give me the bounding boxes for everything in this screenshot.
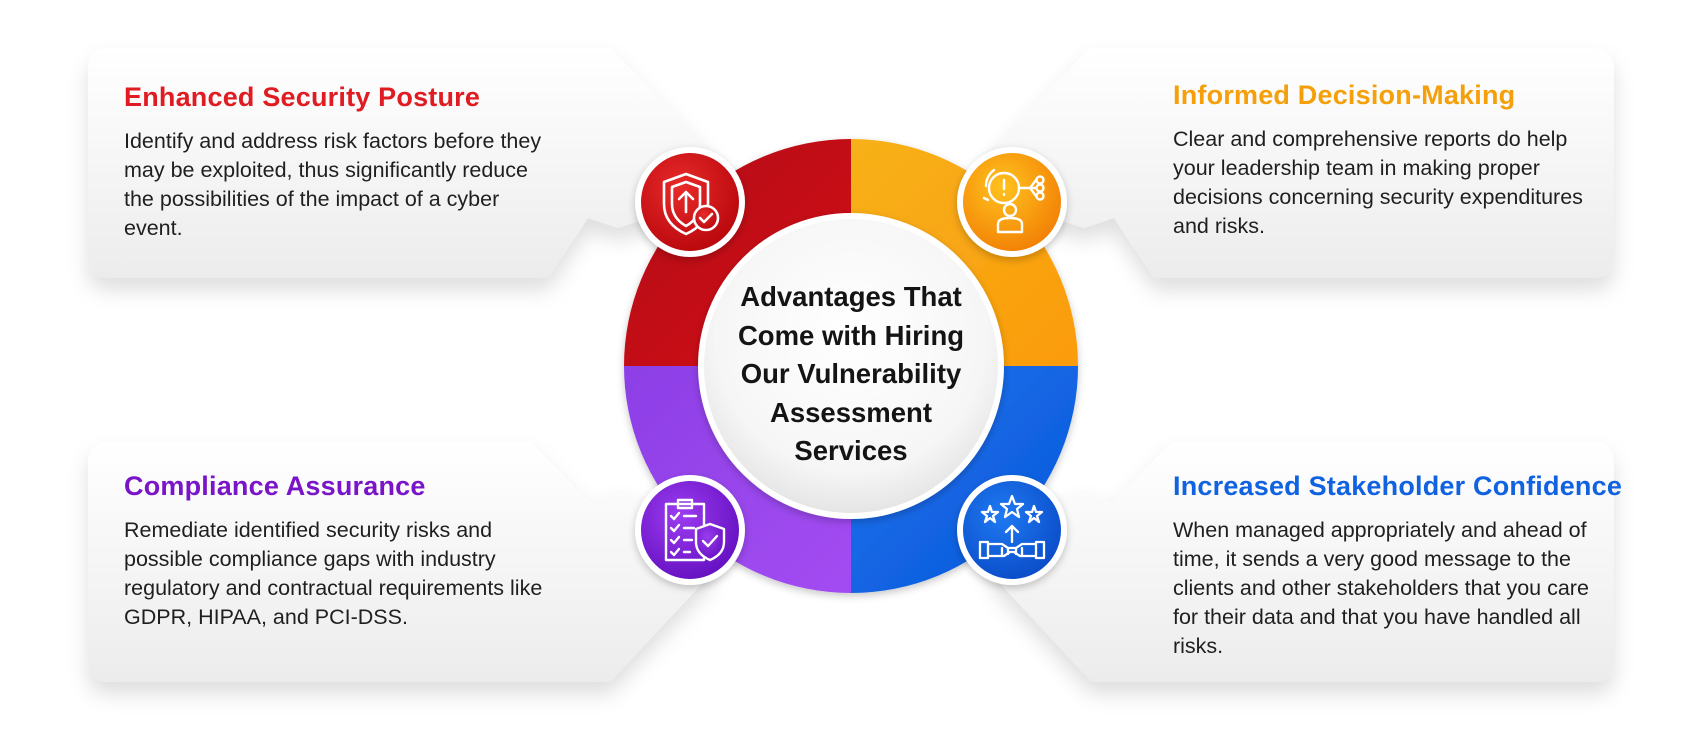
compliance-checklist-icon [635, 475, 745, 585]
benefit-description: Remediate identified security risks and … [124, 518, 543, 629]
benefit-card-top-left [88, 48, 710, 278]
benefit-text-informed-decision: Informed Decision-Making Clear and compr… [1173, 80, 1599, 241]
benefit-title: Informed Decision-Making [1173, 80, 1516, 110]
center-disc [698, 213, 1004, 519]
benefit-title: Compliance Assurance [124, 471, 426, 501]
benefit-title: Increased Stakeholder Confidence [1173, 471, 1623, 501]
benefit-description: When managed appropriately and ahead of … [1173, 518, 1589, 658]
decision-network-icon [957, 147, 1067, 257]
benefit-description: Clear and comprehensive reports do help … [1173, 127, 1583, 238]
benefit-text-stakeholder: Increased Stakeholder Confidence When ma… [1173, 471, 1623, 661]
benefit-card-top-right [992, 48, 1614, 278]
benefit-title: Enhanced Security Posture [124, 82, 481, 112]
benefit-card-bottom-left [88, 442, 710, 682]
benefit-card-bottom-right [992, 442, 1614, 682]
benefit-text-compliance: Compliance Assurance Remediate identifie… [124, 471, 554, 632]
shield-check-icon [635, 147, 745, 257]
benefit-description: Identify and address risk factors before… [124, 129, 542, 240]
stakeholder-handshake-icon [957, 475, 1067, 585]
benefit-text-enhanced-security: Enhanced Security Posture Identify and a… [124, 82, 554, 243]
center-title: Advantages That Come with Hiring Our Vul… [737, 281, 965, 466]
